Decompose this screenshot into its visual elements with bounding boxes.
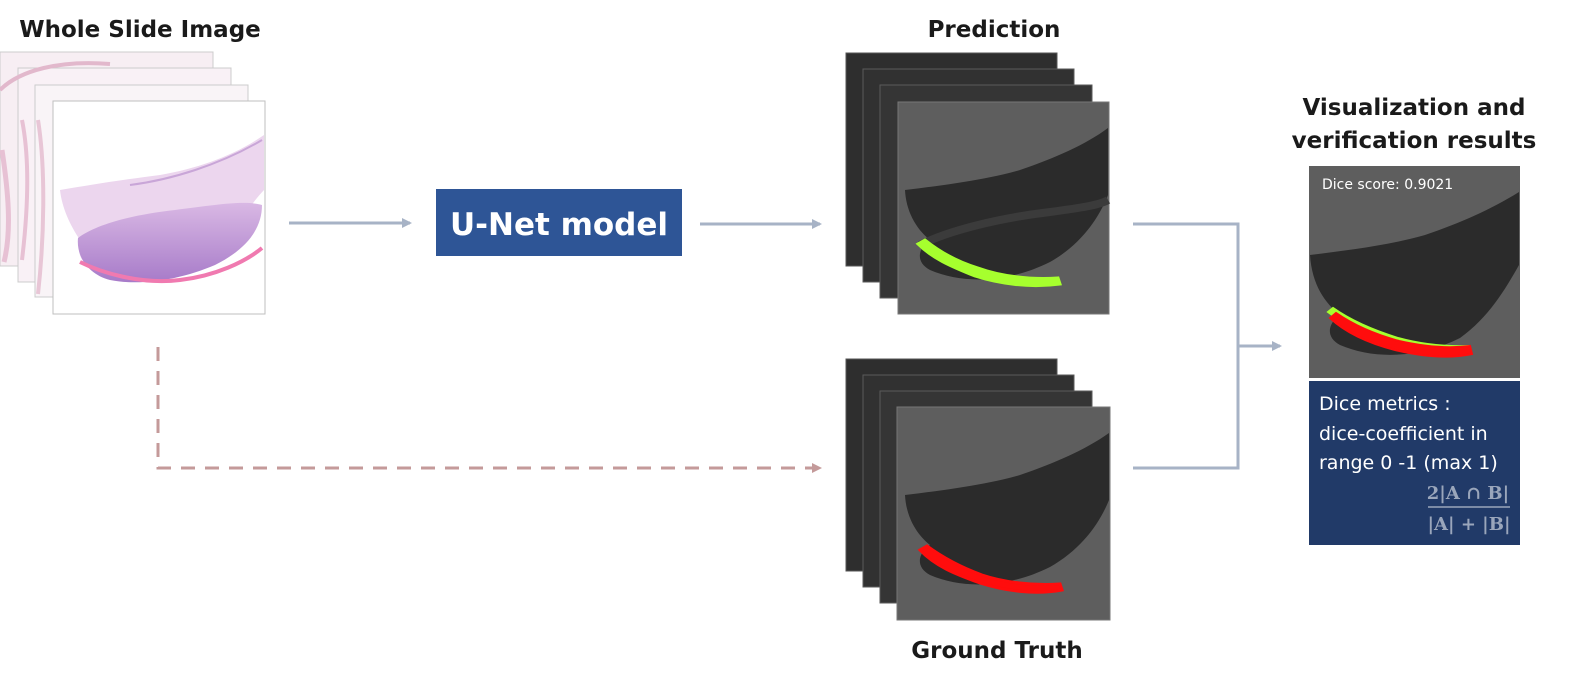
dice-score-label: Dice score: 0.9021 bbox=[1322, 177, 1453, 193]
ground-truth-mask bbox=[917, 544, 1064, 594]
results-title-line1: Visualization and bbox=[1303, 95, 1526, 121]
prediction-tissue bbox=[905, 128, 1108, 280]
results-panel: Dice score: 0.9021 Dice metrics : dice-c… bbox=[1309, 166, 1520, 545]
metrics-line-3: range 0 -1 (max 1) bbox=[1319, 452, 1498, 474]
connector-prediction bbox=[1133, 222, 1240, 346]
prediction-mask bbox=[915, 238, 1062, 288]
prediction-title: Prediction bbox=[928, 17, 1061, 43]
dice-metrics-box bbox=[1309, 381, 1520, 545]
results-ground-truth-overlay bbox=[1328, 311, 1474, 358]
unet-model-label: U-Net model bbox=[450, 207, 668, 243]
formula-denominator: |A| + |B| bbox=[1428, 514, 1511, 535]
ground-truth-tissue bbox=[905, 433, 1109, 585]
metrics-line-1: Dice metrics : bbox=[1319, 393, 1451, 415]
metrics-line-2: dice-coefficient in bbox=[1319, 423, 1488, 445]
results-tissue bbox=[1310, 192, 1519, 355]
connector-ground-truth bbox=[1133, 346, 1240, 470]
unet-model-box bbox=[436, 189, 682, 256]
dashed-arrow-wsi-to-ground-truth bbox=[156, 347, 822, 473]
wsi-title: Whole Slide Image bbox=[19, 17, 261, 43]
prediction-stack bbox=[845, 52, 1111, 315]
wsi-stack bbox=[0, 51, 266, 315]
wsi-tissue bbox=[60, 135, 264, 284]
ground-truth-stack bbox=[845, 358, 1111, 621]
formula-numerator: 2|A ∩ B| bbox=[1427, 483, 1509, 504]
ground-truth-title: Ground Truth bbox=[911, 638, 1083, 664]
results-title-line2: verification results bbox=[1292, 128, 1537, 154]
